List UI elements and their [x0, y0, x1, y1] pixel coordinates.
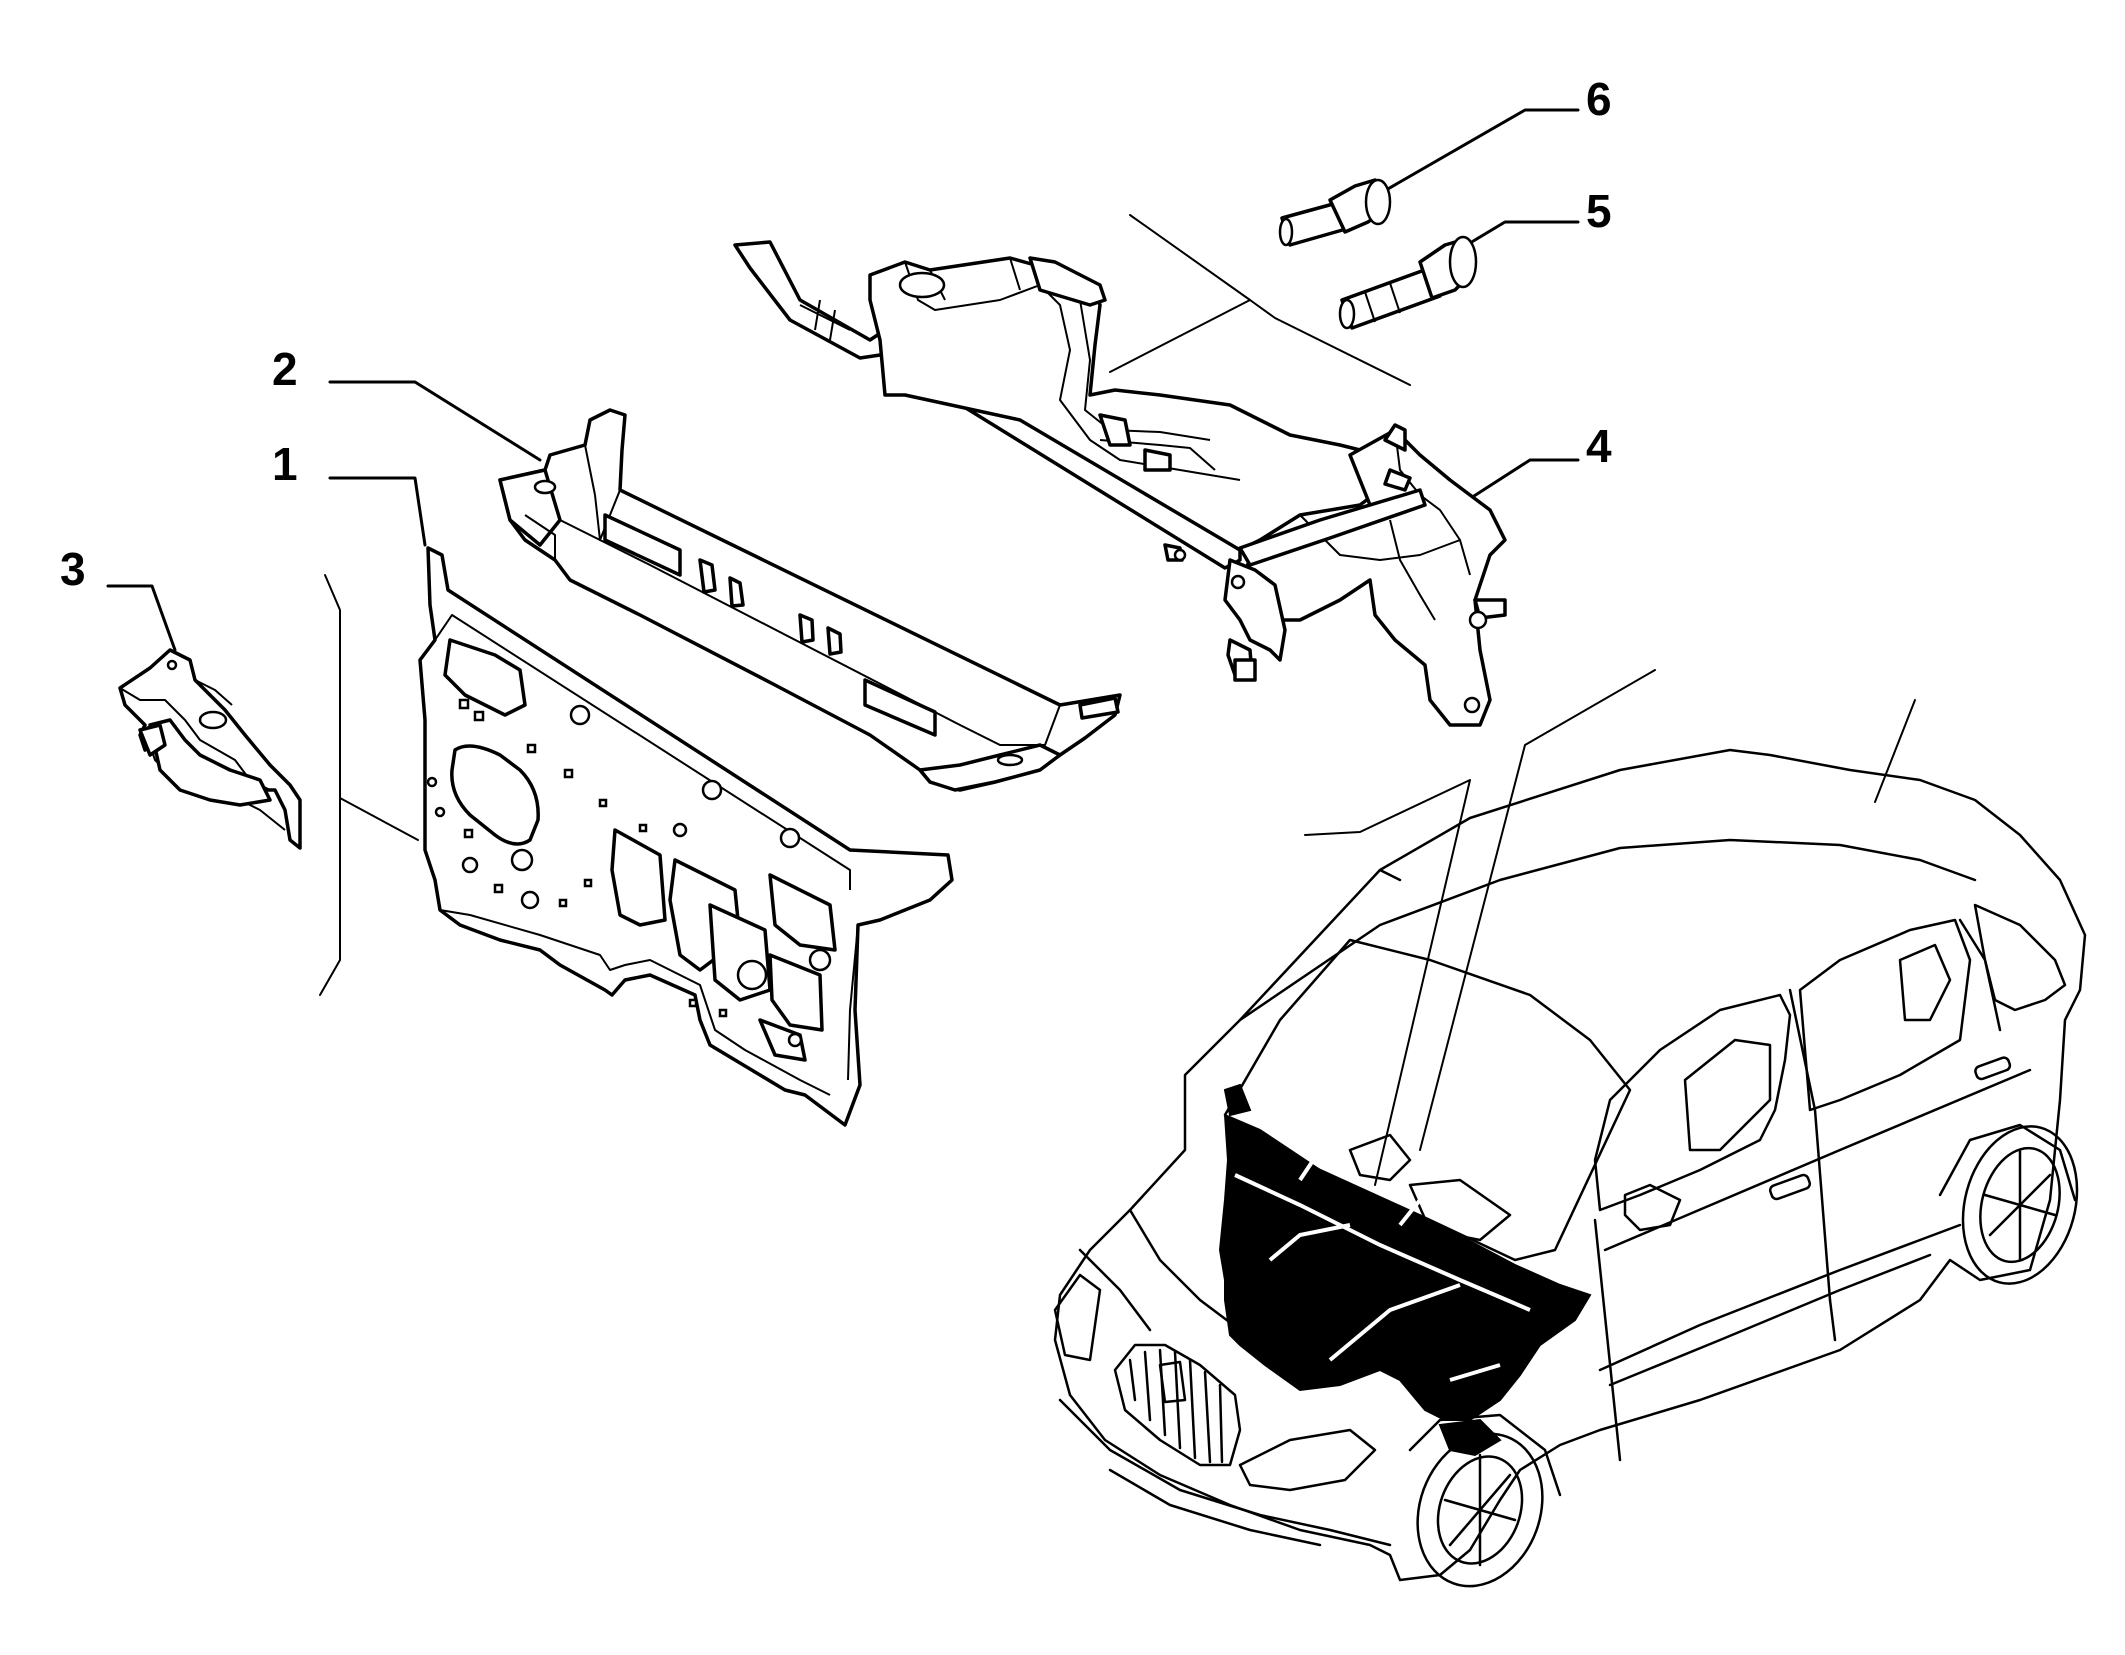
- bracket-left: [319, 574, 341, 996]
- vehicle-location-car-icon: [1053, 748, 2087, 1588]
- leader-line-1: [328, 476, 427, 547]
- front-frame-structure-icon[interactable]: [733, 240, 1507, 727]
- bracket-top-b: [1249, 299, 1411, 386]
- pointer-line-a: [1304, 779, 1471, 1186]
- callout-6[interactable]: 6: [1586, 73, 1612, 125]
- leader-line-3: [106, 584, 177, 652]
- callout-1[interactable]: 1: [272, 438, 298, 490]
- leader-line-6: [1358, 108, 1580, 207]
- side-bracket-icon[interactable]: [118, 648, 302, 850]
- pointer-line-b: [1419, 669, 1656, 1151]
- callout-3[interactable]: 3: [60, 543, 86, 595]
- bracket-top-a: [1109, 214, 1251, 373]
- callout-labels: 1 2 3 4 5 6: [60, 73, 1612, 595]
- pointer-line-c: [1874, 699, 1916, 803]
- long-bolt-icon[interactable]: [1338, 235, 1478, 330]
- callout-5[interactable]: 5: [1586, 185, 1612, 237]
- callout-4[interactable]: 4: [1586, 420, 1612, 472]
- leader-line-4: [1458, 458, 1580, 507]
- leader-line-2: [328, 380, 542, 462]
- short-bolt-icon[interactable]: [1278, 175, 1392, 247]
- callout-2[interactable]: 2: [272, 343, 298, 395]
- bracket-left-arm: [339, 797, 419, 841]
- dashboard-panel-icon[interactable]: [418, 546, 954, 1127]
- crossmember-icon[interactable]: [498, 408, 1122, 792]
